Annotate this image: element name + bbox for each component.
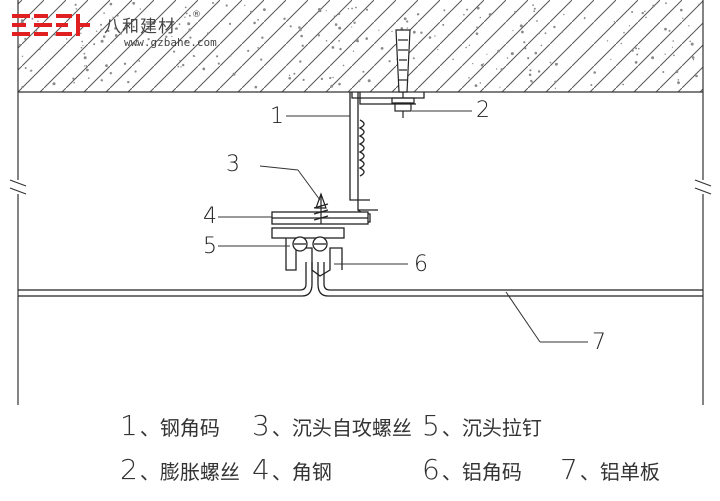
callout-4: 4 — [203, 204, 217, 229]
leader-lines — [218, 110, 588, 343]
aluminum-panel — [18, 262, 703, 297]
legend-item-3: 3、沉头自攻螺丝 — [252, 412, 412, 440]
countersunk-self-tapping-screw — [313, 192, 329, 224]
legend-label: 、角钢 — [271, 460, 332, 484]
aluminum-angle-clips — [271, 227, 345, 277]
callout-2: 2 — [476, 98, 490, 123]
expansion-bolt — [391, 29, 415, 118]
legend-number: 5 — [422, 409, 440, 442]
callout-7: 7 — [592, 330, 606, 355]
callout-3: 3 — [226, 152, 240, 177]
legend-label: 、钢角码 — [139, 416, 220, 440]
legend-number: 6 — [422, 453, 440, 486]
legend-item-4: 4、角钢 — [252, 456, 332, 484]
legend-number: 4 — [252, 453, 270, 486]
legend-number: 3 — [252, 409, 270, 442]
concrete-aggregate-dots — [19, 1, 700, 90]
legend-item-2: 2、膨胀螺丝 — [120, 456, 240, 484]
legend-item-7: 7、铝单板 — [560, 456, 660, 484]
callout-6: 6 — [414, 252, 428, 277]
legend-number: 1 — [120, 409, 138, 442]
brand-logo: 八和建材 ® www.gzbahe.com — [12, 10, 217, 50]
legend-label: 、铝角码 — [441, 460, 522, 484]
legend-label: 、沉头自攻螺丝 — [271, 416, 412, 440]
brand-name: 八和建材 — [104, 17, 176, 37]
brand-mark-icon — [12, 14, 90, 36]
legend-number: 7 — [560, 453, 578, 486]
legend-number: 2 — [120, 453, 138, 486]
legend-item-6: 6、铝角码 — [422, 456, 522, 484]
legend-item-5: 5、沉头拉钉 — [422, 412, 542, 440]
legend-label: 、沉头拉钉 — [441, 416, 542, 440]
callout-5: 5 — [203, 234, 217, 259]
brand-url: www.gzbahe.com — [124, 36, 217, 49]
brand-registered-mark: ® — [192, 10, 201, 20]
legend-label: 、铝单板 — [579, 460, 660, 484]
callout-1: 1 — [270, 104, 284, 129]
legend-item-1: 1、钢角码 — [120, 412, 220, 440]
legend-label: 、膨胀螺丝 — [139, 460, 240, 484]
wall-edges — [9, 0, 712, 405]
